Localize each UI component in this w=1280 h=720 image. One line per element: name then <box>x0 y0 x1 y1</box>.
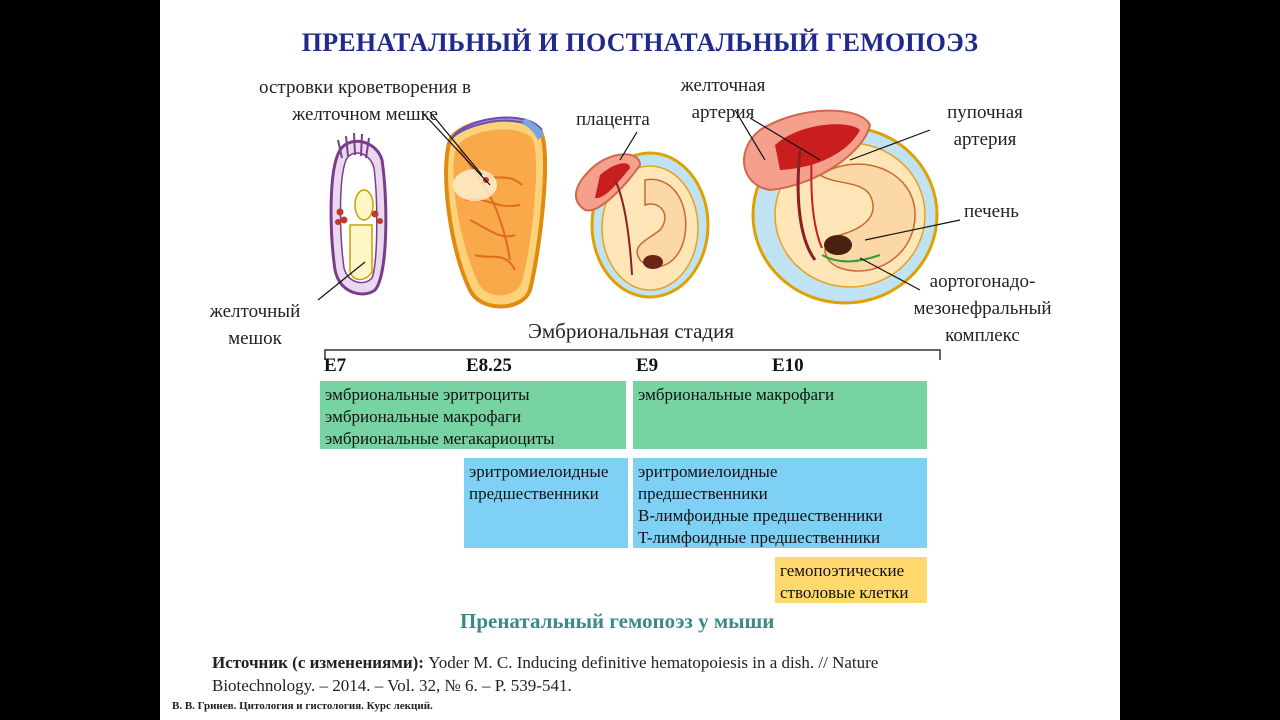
pointer-lines <box>317 109 961 301</box>
e9-embryo-drawing <box>575 151 710 299</box>
timeline-heading: Эмбриональная стадия <box>528 319 735 343</box>
source-text-1: Yoder M. C. Inducing definitive hematopo… <box>423 653 879 672</box>
e825-embryo-drawing <box>444 116 548 309</box>
e10-embryo-drawing <box>743 109 939 305</box>
timeline-bracket <box>324 349 941 360</box>
figure-subtitle: Пренатальный гемопоэз у мыши <box>460 609 775 633</box>
source-label: Источник (с изменениями): <box>212 653 424 672</box>
stage-e10: E10 <box>772 355 804 376</box>
green-box-right: эмбриональные макрофаги <box>633 381 927 449</box>
liver-label: печень <box>964 201 1019 222</box>
footer-credit: В. В. Гринев. Цитология и гистология. Ку… <box>172 700 433 712</box>
stage-e9: E9 <box>636 355 659 376</box>
slide-title: ПРЕНАТАЛЬНЫЙ И ПОСТНАТАЛЬНЫЙ ГЕМОПОЭЗ <box>301 28 979 57</box>
source-citation: Источник (с изменениями): Yoder M. C. In… <box>212 651 1055 697</box>
slide: ПРЕНАТАЛЬНЫЙ И ПОСТНАТАЛЬНЫЙ ГЕМОПОЭЗ <box>160 0 1120 720</box>
source-text-2: Biotechnology. – 2014. – Vol. 32, № 6. –… <box>212 676 572 695</box>
e7-embryo-drawing <box>329 132 388 296</box>
stage-e7: E7 <box>324 355 347 376</box>
embryo-illustration <box>317 109 961 360</box>
placenta-label: плацента <box>576 109 650 130</box>
stage-e825: E8.25 <box>466 355 512 376</box>
